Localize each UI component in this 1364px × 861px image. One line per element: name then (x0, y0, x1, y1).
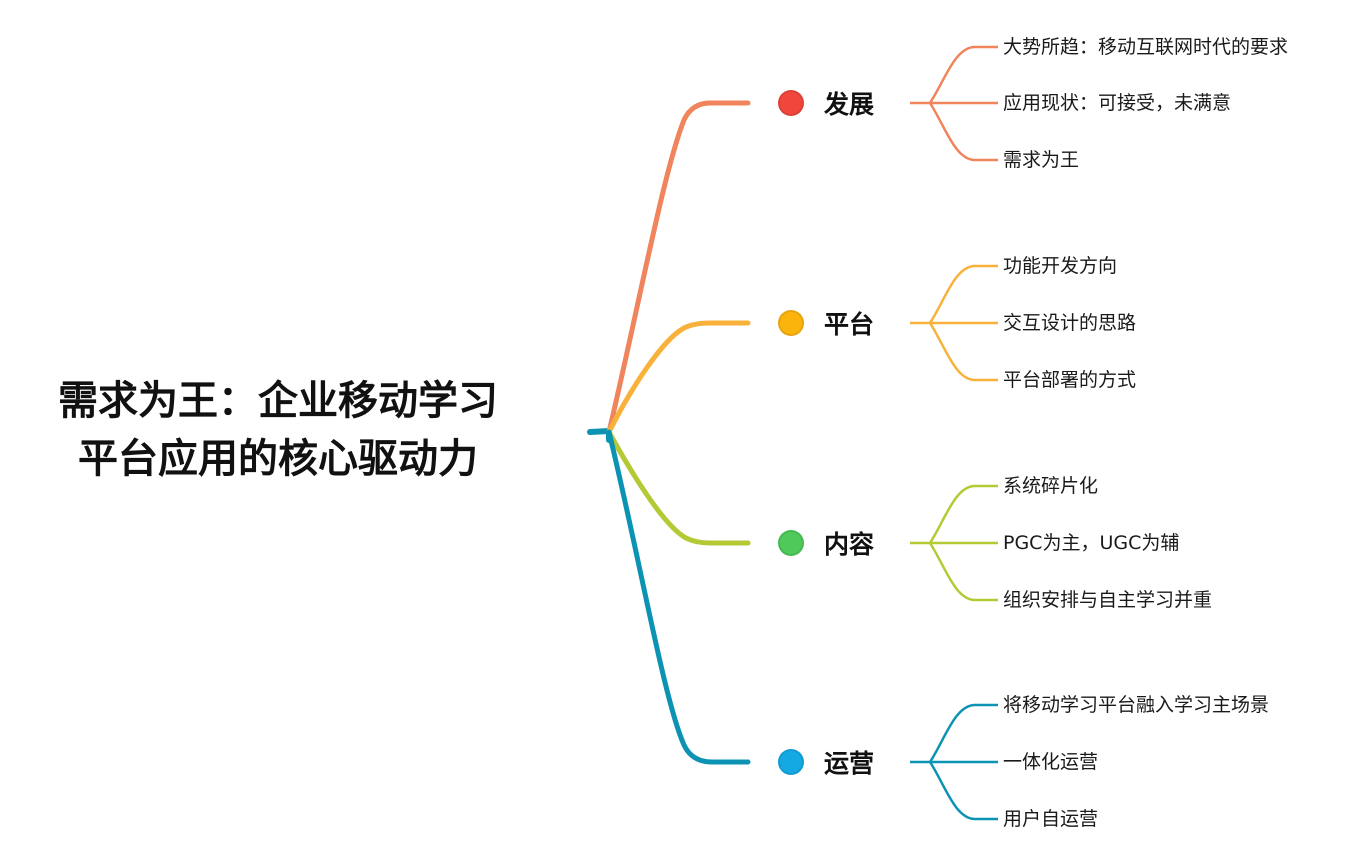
leaf-node[interactable]: 将移动学习平台融入学习主场景 (1003, 694, 1270, 716)
branch-node-neirong[interactable]: 内容 (778, 528, 875, 559)
leaf-node[interactable]: 交互设计的思路 (1003, 312, 1137, 334)
leaf-node[interactable]: 用户自运营 (1003, 808, 1099, 830)
branch-dot-icon (778, 90, 804, 116)
leaf-connector-fazhan-3 (928, 102, 998, 162)
branch-dot-icon (778, 749, 804, 775)
root-title-line-1: 需求为王：企业移动学习 (58, 378, 498, 424)
branch-label: 内容 (824, 530, 875, 559)
trunk-curve-fazhan (606, 100, 751, 435)
leaf-connector-yunying-3 (928, 761, 998, 821)
leaf-connector-pingtai-3 (928, 322, 998, 382)
leaf-node[interactable]: 平台部署的方式 (1003, 369, 1137, 391)
branch-node-yunying[interactable]: 运营 (778, 747, 875, 778)
leaf-node[interactable]: 系统碎片化 (1003, 475, 1099, 497)
leaf-connector-fazhan-1 (928, 45, 998, 104)
leaf-connector-neirong-1 (928, 484, 998, 544)
trunk-curve-pingtai (606, 320, 751, 435)
trunk-curve-yunying (606, 429, 751, 765)
leaf-node[interactable]: 应用现状：可接受，未满意 (1003, 92, 1232, 114)
root-title-line-2: 平台应用的核心驱动力 (78, 436, 478, 482)
leaf-node[interactable]: PGC为主，UGC为辅 (1003, 532, 1180, 554)
leaf-connector-neirong-3 (928, 542, 998, 602)
branch-label: 发展 (824, 90, 875, 119)
branch-dot-icon (778, 310, 804, 336)
leaf-node[interactable]: 大势所趋：移动互联网时代的要求 (1003, 36, 1289, 58)
root-topic[interactable]: 需求为王：企业移动学习 平台应用的核心驱动力 (18, 372, 538, 488)
leaf-node[interactable]: 组织安排与自主学习并重 (1003, 589, 1213, 611)
root-connector (587, 427, 612, 443)
branch-label: 运营 (824, 749, 875, 778)
branch-dot-icon (778, 530, 804, 556)
leaf-node[interactable]: 一体化运营 (1003, 751, 1099, 773)
trunk-curve-neirong (606, 429, 751, 546)
branch-label: 平台 (824, 310, 875, 339)
leaf-node[interactable]: 需求为王 (1003, 149, 1080, 171)
leaf-connector-pingtai-1 (928, 264, 998, 324)
branch-node-fazhan[interactable]: 发展 (778, 88, 875, 119)
branch-node-pingtai[interactable]: 平台 (778, 308, 875, 339)
leaf-node[interactable]: 功能开发方向 (1003, 255, 1118, 277)
leaf-connector-yunying-1 (928, 703, 998, 763)
